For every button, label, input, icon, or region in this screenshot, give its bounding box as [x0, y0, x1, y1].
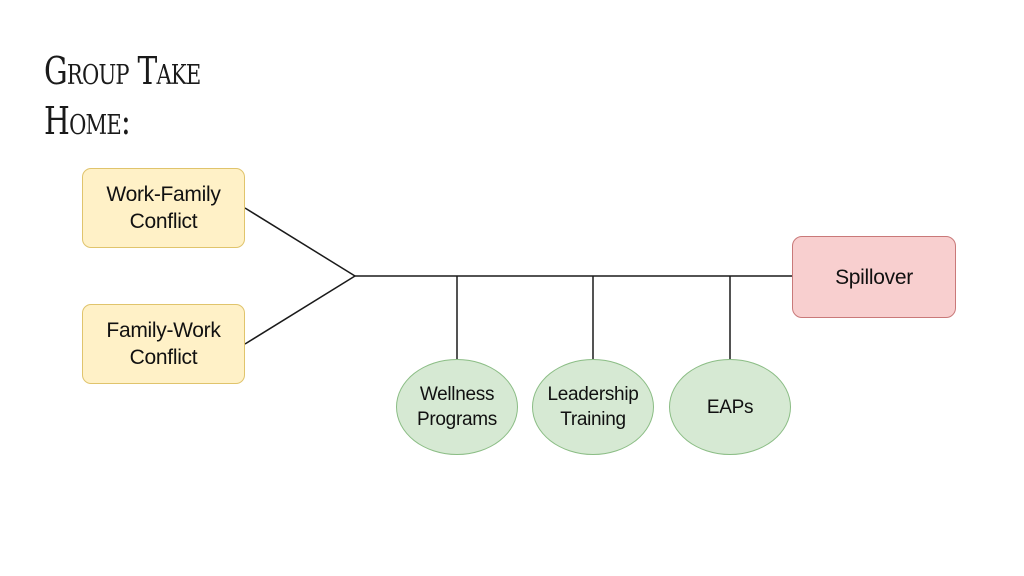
- node-work-family-conflict-label: Work-Family Conflict: [106, 183, 221, 233]
- node-eaps-label: EAPs: [706, 396, 754, 418]
- node-leadership-training: Leadership Training: [532, 359, 654, 455]
- node-family-work-conflict-label: Family-Work Conflict: [106, 319, 221, 369]
- node-wellness-programs: Wellness Programs: [396, 359, 518, 455]
- node-spillover: Spillover: [792, 236, 956, 318]
- slide-title-line-2: Home:: [44, 99, 131, 143]
- node-family-work-conflict: Family-Work Conflict: [82, 304, 245, 384]
- node-leadership-training-label: Leadership Training: [547, 384, 639, 430]
- node-spillover-label: Spillover: [835, 265, 913, 289]
- slide-title: Group Take Home:: [44, 46, 201, 146]
- node-eaps: EAPs: [669, 359, 791, 455]
- node-work-family-conflict: Work-Family Conflict: [82, 168, 245, 248]
- slide-title-line-1: Group Take: [44, 49, 201, 93]
- connector-family-work: [244, 275, 356, 345]
- connector-work-family: [244, 207, 356, 277]
- node-wellness-programs-label: Wellness Programs: [417, 384, 497, 430]
